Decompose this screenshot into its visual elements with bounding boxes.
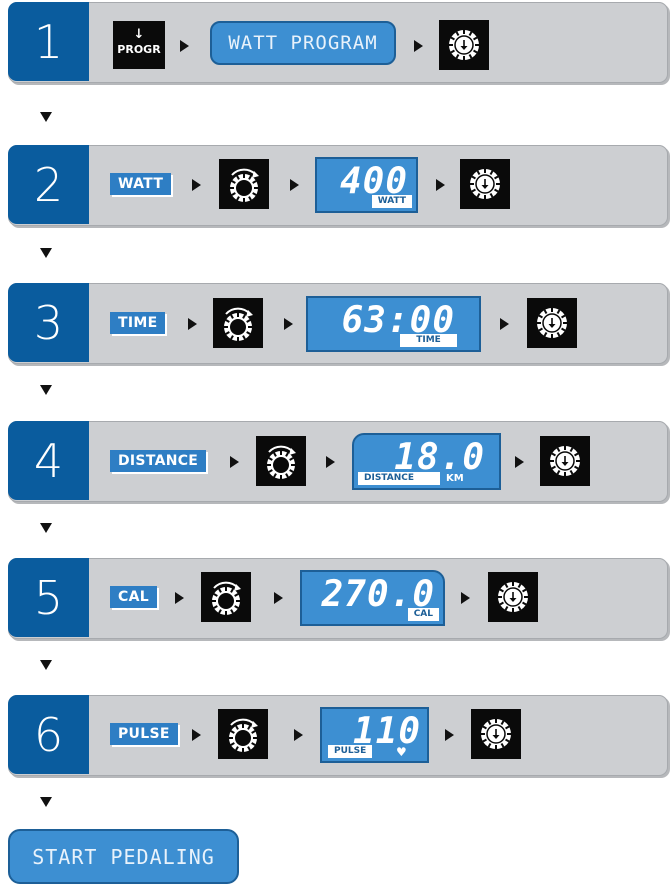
step-number: 4	[33, 433, 64, 488]
arrow-right-icon	[230, 456, 239, 468]
step-label: PULSE	[110, 723, 178, 745]
lcd-tag: DISTANCE	[358, 472, 440, 485]
step-label: DISTANCE	[110, 450, 207, 472]
arrow-right-icon	[290, 179, 299, 191]
arrow-down-icon	[40, 797, 52, 807]
step-label: TIME	[110, 312, 166, 334]
arrow-right-icon	[192, 179, 201, 191]
arrow-right-icon	[326, 456, 335, 468]
rotate-dial-icon[interactable]	[218, 709, 268, 759]
lcd-display: 270.0 CAL	[300, 570, 445, 626]
progr-button[interactable]: ↓ PROGR	[113, 21, 165, 69]
arrow-right-icon	[500, 318, 509, 330]
lcd-value: 18.0	[394, 437, 485, 478]
step-number: 3	[33, 295, 64, 350]
arrow-down-icon	[40, 660, 52, 670]
arrow-down-icon	[40, 248, 52, 258]
step-number-tab: 5	[8, 558, 89, 637]
start-pedaling-button[interactable]: START PEDALING	[8, 829, 239, 884]
rotate-dial-icon[interactable]	[201, 572, 251, 622]
step-number: 5	[33, 570, 64, 625]
arrow-right-icon	[294, 729, 303, 741]
arrow-right-icon	[188, 318, 197, 330]
arrow-right-icon	[515, 456, 524, 468]
arrow-right-icon	[175, 592, 184, 604]
arrow-right-icon	[461, 592, 470, 604]
lcd-tag: WATT	[371, 195, 412, 208]
down-arrow-icon: ↓	[133, 27, 145, 42]
arrow-right-icon	[180, 40, 189, 52]
arrow-right-icon	[274, 592, 283, 604]
step-label: CAL	[110, 586, 157, 608]
enter-dial-icon[interactable]	[540, 436, 590, 486]
rotate-dial-icon[interactable]	[256, 436, 306, 486]
heart-icon: ♥	[396, 745, 407, 759]
enter-dial-icon[interactable]	[527, 298, 577, 348]
lcd-display: 400 WATT	[315, 157, 418, 213]
lcd-unit: KM	[446, 473, 464, 484]
arrow-right-icon	[436, 179, 445, 191]
lcd-display: 110 PULSE ♥	[320, 707, 429, 763]
lcd-tag: CAL	[407, 608, 439, 621]
step-number: 2	[33, 157, 64, 212]
rotate-dial-icon[interactable]	[213, 298, 263, 348]
enter-dial-icon[interactable]	[488, 572, 538, 622]
enter-dial-icon[interactable]	[439, 20, 489, 70]
step-number-tab: 1	[8, 2, 89, 81]
progr-button-label: PROGR	[117, 43, 161, 56]
step-number-tab: 6	[8, 695, 89, 774]
lcd-display: 63:00 TIME	[306, 296, 481, 352]
enter-dial-icon[interactable]	[460, 159, 510, 209]
step-number-tab: 3	[8, 283, 89, 362]
lcd-tag: TIME	[400, 334, 457, 347]
enter-dial-icon[interactable]	[471, 709, 521, 759]
step-number-tab: 2	[8, 145, 89, 224]
step-number: 6	[33, 707, 64, 762]
lcd-display: 18.0 DISTANCE KM	[352, 433, 501, 490]
arrow-right-icon	[192, 729, 201, 741]
arrow-right-icon	[284, 318, 293, 330]
arrow-right-icon	[414, 40, 423, 52]
step-number: 1	[33, 14, 64, 69]
step-number-tab: 4	[8, 421, 89, 500]
arrow-down-icon	[40, 112, 52, 122]
arrow-down-icon	[40, 385, 52, 395]
arrow-down-icon	[40, 523, 52, 533]
rotate-dial-icon[interactable]	[219, 159, 269, 209]
lcd-tag: PULSE	[328, 745, 373, 758]
step-label: WATT	[110, 173, 172, 195]
arrow-right-icon	[445, 729, 454, 741]
program-display: WATT PROGRAM	[210, 21, 396, 65]
